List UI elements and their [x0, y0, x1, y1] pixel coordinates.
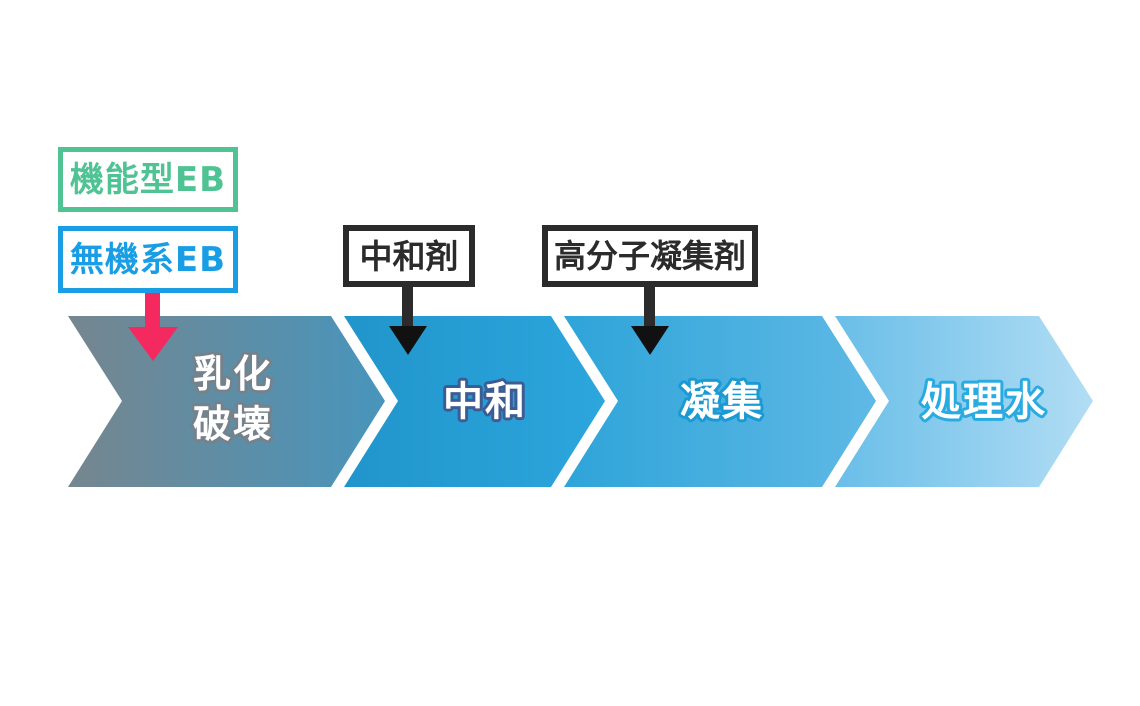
- step-label-emulsion-breaking-line2: 破壊: [193, 402, 273, 446]
- chevron-step-treated-water: [835, 316, 1093, 487]
- polymer-flocculant-arrow-stem: [644, 285, 655, 328]
- polymer-flocculant-arrow-head: [631, 326, 669, 355]
- polymer-flocculant-box: 高分子凝集剤: [542, 225, 758, 287]
- neutralizer-arrow-stem: [402, 285, 413, 328]
- chevron-step-flocculation: [564, 316, 876, 487]
- neutralizer-arrow-head: [389, 326, 427, 355]
- functional-eb-label: 機能型EB: [69, 159, 227, 200]
- chevron-step-neutralization: [344, 316, 605, 487]
- polymer-flocculant-label: 高分子凝集剤: [553, 237, 746, 275]
- step-label-treated-water: 処理水: [921, 379, 1047, 425]
- neutralizer-label: 中和剤: [359, 236, 459, 276]
- inorganic-eb-arrow-stem: [145, 291, 160, 329]
- neutralizer-box: 中和剤: [343, 225, 475, 287]
- step-label-emulsion-breaking-line1: 乳化: [193, 352, 273, 396]
- step-label-neutralization: 中和: [443, 379, 527, 425]
- inorganic-eb-box: 無機系EB: [58, 226, 238, 293]
- functional-eb-box: 機能型EB: [58, 147, 238, 212]
- inorganic-eb-arrow-head: [128, 327, 178, 361]
- process-chevron-band: 乳化 破壊 中和 凝集 処理水: [68, 316, 1093, 487]
- inorganic-eb-label: 無機系EB: [69, 239, 227, 280]
- step-label-flocculation: 凝集: [680, 379, 764, 425]
